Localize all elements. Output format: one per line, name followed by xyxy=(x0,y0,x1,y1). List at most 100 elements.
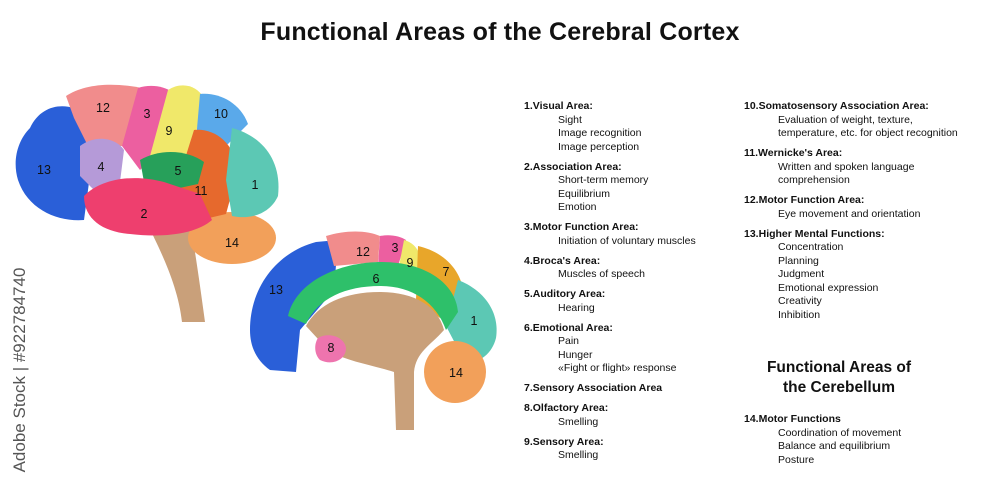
lateral-region-1 xyxy=(226,128,279,218)
lateral-label: 12 xyxy=(96,101,110,115)
medial-label: 6 xyxy=(373,272,380,286)
lateral-label: 2 xyxy=(141,207,148,221)
area-detail: Image perception xyxy=(558,140,640,153)
medial-label: 14 xyxy=(449,366,463,380)
medial-region-6 xyxy=(288,262,458,330)
area-name: Sensory Area: xyxy=(532,435,604,448)
area-number: 7. xyxy=(524,382,533,394)
item-detail: Posture xyxy=(778,453,815,466)
area-heading: 11.Wernicke's Area: xyxy=(744,147,1000,161)
area-number: 3. xyxy=(524,221,533,233)
area-heading: 13.Higher Mental Functions: xyxy=(744,228,1000,242)
lateral-label: 1 xyxy=(252,178,259,192)
cerebellum-list: 14.Motor Functions Coordination of movem… xyxy=(744,413,1000,467)
area-detail: Creativity xyxy=(778,295,822,307)
area-detail: temperature, etc. for object recognition xyxy=(778,127,958,139)
area-name: Broca's Area: xyxy=(532,254,601,267)
medial-brainstem xyxy=(306,292,444,430)
item-number: 14. xyxy=(744,413,759,425)
area-name: Somatosensory Association Area: xyxy=(758,100,929,112)
area-heading: 10.Somatosensory Association Area: xyxy=(744,100,1000,114)
area-item: 5.Auditory Area:Hearing xyxy=(524,288,739,315)
item-detail: Balance and equilibrium xyxy=(778,440,891,452)
item-detail: Coordination of movement xyxy=(778,426,902,439)
area-item: 4.Broca's Area:Muscles of speech xyxy=(524,255,739,282)
cerebellum-item-heading: 14.Motor Functions xyxy=(744,413,1000,427)
medial-label: 8 xyxy=(328,341,335,355)
area-number: 6. xyxy=(524,321,533,334)
medial-label: 9 xyxy=(407,256,414,270)
medial-label: 12 xyxy=(356,245,370,259)
area-name: Wernicke's Area: xyxy=(758,147,843,159)
area-heading: 9.Sensory Area: xyxy=(524,436,739,450)
lateral-cerebellum xyxy=(188,212,276,264)
watermark-text: Adobe Stock | #922784740 xyxy=(10,267,29,473)
watermark: Adobe Stock | #922784740 xyxy=(6,260,34,480)
medial-label: 13 xyxy=(269,283,283,297)
area-detail: Initiation of voluntary muscles xyxy=(558,234,696,247)
area-number: 4. xyxy=(524,254,533,267)
cerebellum-title-line2: the Cerebellum xyxy=(783,379,895,396)
cerebellum-title-line1: Functional Areas of xyxy=(766,359,912,376)
cerebellum-title: Functional Areas of the Cerebellum xyxy=(744,358,934,398)
area-detail: Hunger xyxy=(558,348,593,361)
lateral-label: 3 xyxy=(144,107,151,121)
medial-label: 3 xyxy=(392,241,399,255)
area-heading: 7.Sensory Association Area xyxy=(524,382,739,396)
area-number: 11. xyxy=(744,147,759,159)
area-name: Motor Function Area: xyxy=(532,221,639,233)
area-name: Visual Area: xyxy=(532,100,593,112)
lateral-region-4 xyxy=(80,138,124,192)
lateral-label: 13 xyxy=(37,163,51,177)
page-title: Functional Areas of the Cerebral Cortex xyxy=(260,18,740,46)
area-number: 13. xyxy=(744,227,759,240)
area-detail: Smelling xyxy=(558,449,599,461)
area-detail: Concentration xyxy=(778,241,844,253)
area-name: Emotional Area: xyxy=(532,321,613,334)
area-name: Olfactory Area: xyxy=(532,402,609,414)
area-heading: 12.Motor Function Area: xyxy=(744,194,1000,208)
area-detail: Emotion xyxy=(558,201,597,213)
areas-list-right: 10.Somatosensory Association Area:Evalua… xyxy=(744,100,1000,329)
lateral-label: 10 xyxy=(214,107,228,121)
area-number: 8. xyxy=(524,402,533,414)
area-number: 2. xyxy=(524,160,533,173)
medial-region-12 xyxy=(326,231,380,266)
area-detail: Evaluation of weight, texture, xyxy=(778,113,913,126)
medial-brain-view: 12 3 9 7 13 6 1 8 14 xyxy=(250,231,497,430)
area-heading: 6.Emotional Area: xyxy=(524,322,739,336)
lateral-brain-view: 12 3 9 10 4 5 13 11 1 2 14 xyxy=(15,84,279,322)
lateral-label: 4 xyxy=(98,160,105,174)
area-heading: 3.Motor Function Area: xyxy=(524,221,739,235)
area-number: 1. xyxy=(524,100,533,112)
medial-cerebellum xyxy=(424,341,486,403)
area-detail: Inhibition xyxy=(778,308,821,321)
area-name: Higher Mental Functions: xyxy=(758,227,885,240)
area-detail: Hearing xyxy=(558,301,595,314)
area-detail: Image recognition xyxy=(558,127,642,139)
area-detail: Written and spoken language xyxy=(778,160,915,173)
area-detail: comprehension xyxy=(778,174,850,186)
area-number: 9. xyxy=(524,435,533,448)
area-heading: 8.Olfactory Area: xyxy=(524,402,739,416)
area-detail: Equilibrium xyxy=(558,187,610,200)
area-number: 10. xyxy=(744,100,759,112)
area-item: 8.Olfactory Area:Smelling xyxy=(524,402,739,429)
area-detail: Planning xyxy=(778,254,819,267)
lateral-region-13 xyxy=(15,106,92,221)
area-name: Motor Function Area: xyxy=(758,194,865,206)
area-detail: Smelling xyxy=(558,415,599,428)
area-number: 12. xyxy=(744,194,759,206)
area-heading: 5.Auditory Area: xyxy=(524,288,739,302)
area-name: Auditory Area: xyxy=(532,288,606,300)
area-detail: Eye movement and orientation xyxy=(778,207,921,220)
lateral-label: 5 xyxy=(175,164,182,178)
medial-region-3 xyxy=(378,235,406,266)
medial-label: 1 xyxy=(471,314,478,328)
area-detail: Emotional expression xyxy=(778,281,879,294)
area-heading: 4.Broca's Area: xyxy=(524,255,739,269)
